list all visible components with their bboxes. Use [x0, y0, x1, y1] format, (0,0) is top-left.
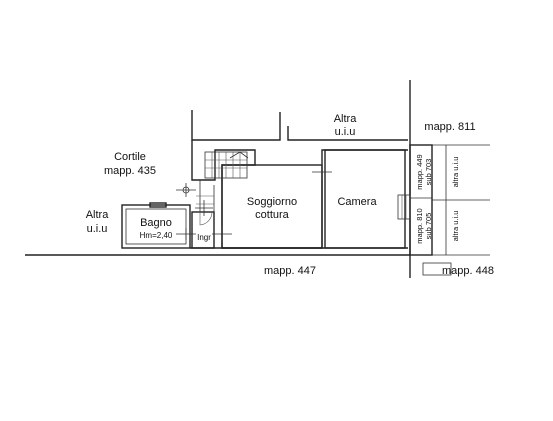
crosshair-marker-soggiorno [212, 226, 232, 242]
label-cortile-line1: Cortile [114, 151, 146, 163]
label-altra-left-line1: Altra [86, 209, 110, 221]
label-altra-uiu-lower: altra u.i.u [451, 211, 460, 242]
label-ingresso: Ingr [197, 233, 211, 242]
room-soggiorno-walls [221, 164, 323, 249]
label-mapp-811: mapp. 811 [424, 121, 475, 133]
label-altra-top-line1: Altra [334, 113, 358, 125]
camera-window [397, 194, 411, 220]
crosshair-marker-camera [312, 164, 332, 180]
room-ingresso-walls [191, 211, 215, 249]
crosshair-marker-bagno [176, 228, 196, 240]
door-swing-ingresso [199, 211, 213, 226]
wall-building-outline [191, 140, 408, 249]
room-bagno-walls [121, 204, 191, 249]
wall-top-neighbour [287, 126, 408, 141]
wall-top-left [191, 110, 281, 141]
label-sub-703: sub 703 [424, 159, 433, 186]
label-mapp-448: mapp. 448 [442, 265, 494, 277]
bagno-window [149, 202, 167, 208]
crosshair-marker-ingresso [195, 200, 213, 216]
label-mapp-449: mapp. 449 [415, 154, 424, 189]
label-bagno-height: Hm=2,40 [140, 231, 173, 240]
label-altra-left-line2: u.i.u [87, 223, 108, 235]
crosshair-marker-cortile [176, 183, 196, 197]
label-sub-705: sub 705 [424, 213, 433, 240]
mapp-448-strip [422, 262, 452, 276]
stair-lower-flight [196, 195, 215, 205]
label-bagno: Bagno [140, 217, 172, 229]
label-soggiorno-line1: Soggiorno [247, 196, 297, 208]
label-mapp-810: mapp. 810 [415, 208, 424, 243]
room-bagno-inner [125, 208, 187, 245]
label-soggiorno-line2: cottura [255, 209, 290, 221]
label-cortile-line2: mapp. 435 [104, 165, 156, 177]
label-altra-top-line2: u.i.u [335, 126, 356, 138]
stair-symbol [204, 151, 249, 179]
label-altra-uiu-upper: altra u.i.u [451, 157, 460, 188]
room-camera-walls [324, 149, 406, 249]
label-mapp-447: mapp. 447 [264, 265, 316, 277]
label-camera: Camera [337, 196, 377, 208]
